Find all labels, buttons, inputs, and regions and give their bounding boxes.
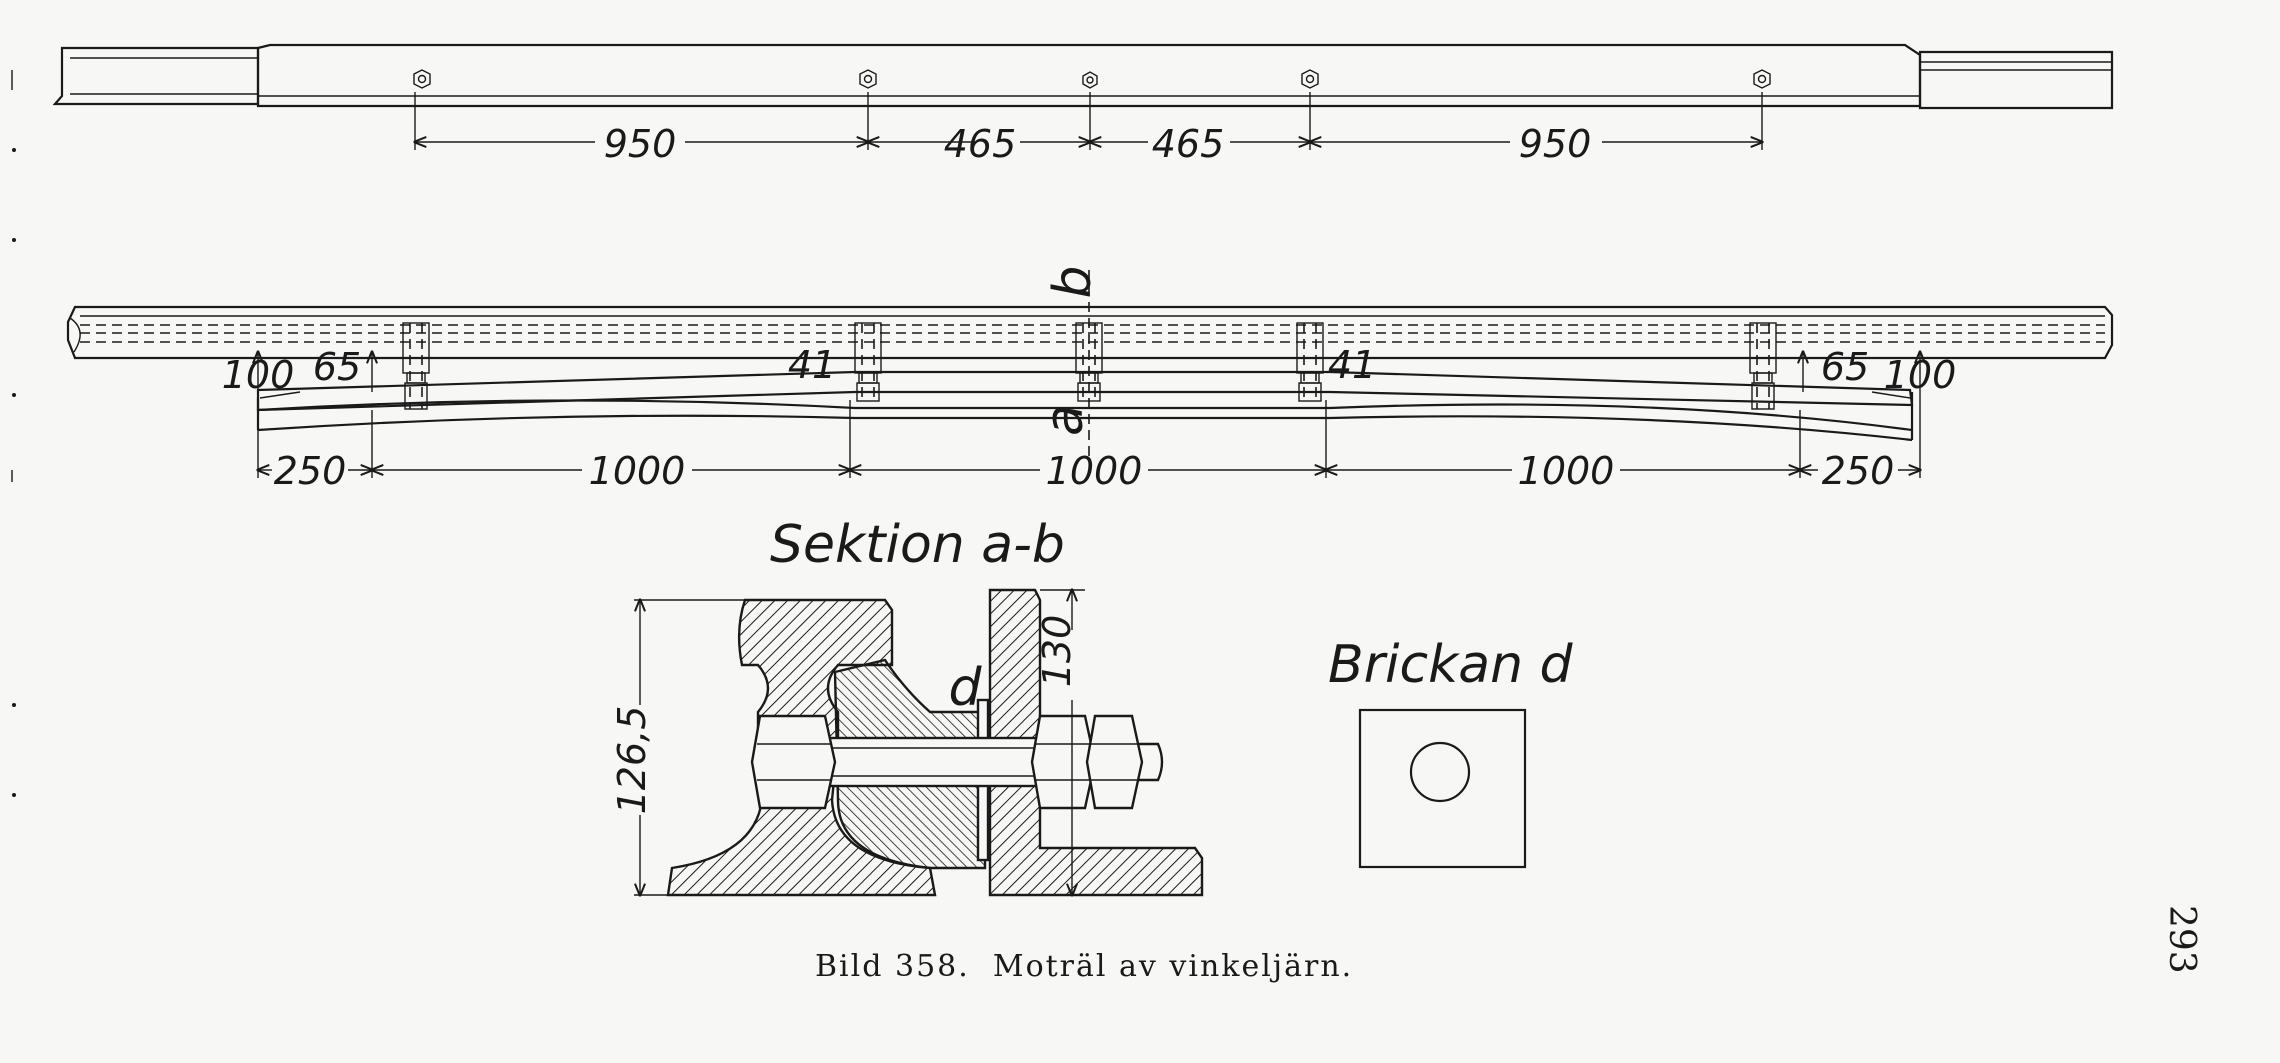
dim-label: 465 [944, 122, 1017, 166]
angle-iron-top [256, 43, 1922, 108]
margin-marks [11, 70, 16, 797]
end-height-label: 65 [1821, 345, 1869, 389]
nut [1030, 714, 1097, 810]
washer-hole [1409, 741, 1471, 803]
bolt-side [402, 322, 430, 410]
bolt-head [1753, 69, 1771, 89]
side-view: b a 100 65 65 100 41 41 250 1000 1000 10… [66, 265, 2114, 493]
bolt-head [1301, 69, 1319, 89]
rail-end-right [1918, 50, 2114, 110]
height-label: 126,5 [610, 706, 654, 815]
dim-label: 950 [604, 122, 677, 166]
bolt-side [854, 322, 882, 402]
end-height-label: 65 [313, 345, 361, 389]
offset-label: 41 [788, 343, 836, 387]
dim-label: 950 [1519, 122, 1592, 166]
offset-label: 41 [1328, 343, 1376, 387]
washer-outline [1358, 708, 1527, 869]
lock-nut [1085, 714, 1144, 810]
dim-label: 250 [1822, 449, 1895, 493]
figure-caption: Bild 358. Moträl av vinkeljärn. [815, 949, 1353, 984]
section-view: Sektion a-b d 126,5 130 [610, 515, 1204, 895]
height-label: 130 [1035, 615, 1079, 688]
dim-label: 250 [274, 449, 347, 493]
section-mark-a: a [1035, 404, 1095, 436]
top-view: 950 465 465 950 [52, 43, 2114, 166]
section-mark-b: b [1043, 265, 1103, 298]
rail-side [66, 305, 2114, 360]
bolt-side [1296, 322, 1324, 402]
rail-end-left [52, 46, 260, 106]
bolt-head [413, 69, 431, 89]
section-title: Sektion a-b [770, 515, 1065, 575]
dim-label: 1000 [589, 449, 686, 493]
dim-label: 465 [1152, 122, 1225, 166]
dim-label: 1000 [1046, 449, 1143, 493]
washer-view: Brickan d [1328, 635, 1574, 869]
bolt-head [1082, 71, 1098, 89]
bolt-head-section [750, 714, 837, 810]
washer-label: d [948, 658, 982, 718]
end-height-label: 100 [1884, 353, 1957, 397]
page-number: 293 [2161, 905, 2202, 974]
washer-title: Brickan d [1328, 635, 1574, 695]
end-height-label: 100 [222, 353, 295, 397]
bolt-head [859, 69, 877, 89]
bolt-side [1749, 322, 1777, 410]
dim-label: 1000 [1518, 449, 1615, 493]
